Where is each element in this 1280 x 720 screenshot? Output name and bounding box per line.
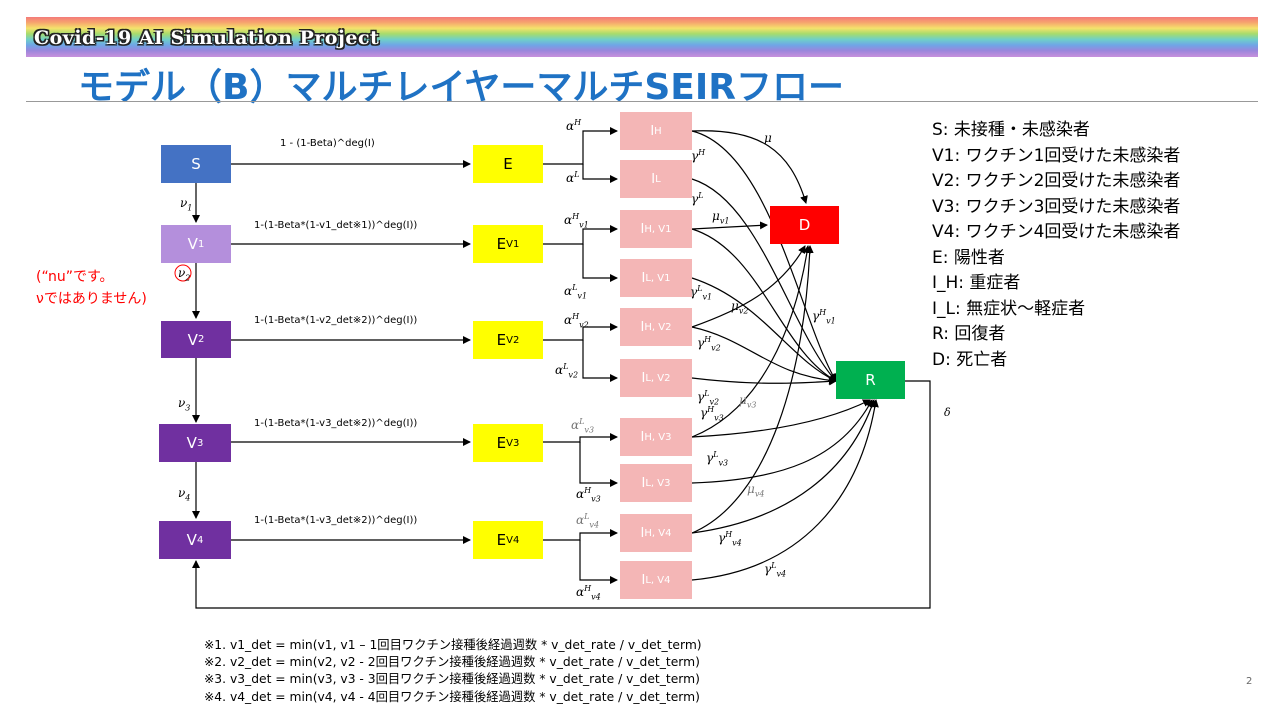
- arrow-ev1-i: [543, 225, 618, 245]
- legend-item: D: 死亡者: [932, 349, 1008, 370]
- rate-nu4: ν4: [178, 486, 191, 503]
- rate-alpha-h: αH: [566, 118, 582, 133]
- title-divider: [26, 101, 1258, 102]
- arrow-ih-d: [691, 130, 808, 204]
- rate-alpha-l-v1: αLv1: [564, 283, 588, 301]
- arrow-ev3-i: [543, 433, 618, 443]
- nu-note: (“nu”です。 νではありません): [36, 266, 147, 310]
- infection-label-v3: 1-(1-Beta*(1-v3_det※2))^deg(I)): [254, 418, 418, 429]
- rate-alpha-l: αL: [566, 170, 580, 185]
- legend-item: I_H: 重症者: [932, 273, 1021, 293]
- legend: S: 未接種・未感染者 V1: ワクチン1回受けた未感染者 V2: ワクチン2回…: [932, 118, 1180, 373]
- page-number: 2: [1246, 676, 1253, 687]
- rate-gamma-l-v1: γLv1: [690, 284, 713, 302]
- arrow-ihv4-d: [691, 245, 814, 534]
- legend-item: I_L: 無症状〜軽症者: [932, 298, 1086, 319]
- arrow-r-v4: [192, 380, 931, 609]
- footnote-3: ※3. v3_det = min(v3, v3 - 3回目ワクチン接種後経過週数…: [204, 672, 700, 687]
- rate-alpha-l-v4: αLv4: [576, 512, 600, 530]
- project-banner-text: Covid-19 AI Simulation Project: [34, 27, 380, 49]
- rate-nu2: ν2: [178, 266, 191, 283]
- rate-alpha-h-v3: αHv3: [576, 486, 601, 504]
- infection-label-s: 1 - (1-Beta)^deg(I): [280, 138, 375, 149]
- node-e: E: [473, 145, 543, 183]
- legend-item: R: 回復者: [932, 324, 1006, 344]
- rate-mu-v4: μv4: [747, 482, 765, 499]
- rate-mu-v1: μv1: [712, 209, 730, 226]
- legend-item: S: 未接種・未感染者: [932, 120, 1090, 140]
- rate-alpha-h-v1: αHv1: [564, 212, 589, 230]
- infection-label-v2: 1-(1-Beta*(1-v2_det※2))^deg(I)): [254, 315, 418, 326]
- rate-gamma-h: γH: [691, 148, 706, 163]
- arrow-ihv3-d: [691, 245, 811, 438]
- node-s: S: [161, 145, 231, 183]
- rate-gamma-l-v4: γLv4: [764, 561, 787, 579]
- infection-label-v4: 1-(1-Beta*(1-v3_det※2))^deg(I)): [254, 515, 418, 526]
- rainbow-banner: [26, 17, 1258, 57]
- legend-item: V1: ワクチン1回受けた未感染者: [932, 145, 1181, 166]
- footnote-2: ※2. v2_det = min(v2, v2 - 2回目ワクチン接種後経過週数…: [204, 655, 700, 670]
- rate-alpha-l-v2: αLv2: [555, 362, 579, 380]
- rate-mu-v2: μv2: [731, 299, 749, 316]
- node-r: R: [836, 361, 905, 399]
- rate-alpha-h-v2: αHv2: [564, 312, 589, 330]
- rate-gamma-l-v2: γLv2: [697, 389, 720, 407]
- rate-delta: δ: [944, 406, 951, 419]
- nu-highlight-circle: [174, 264, 192, 282]
- arrow-ihv1-d: [691, 221, 768, 230]
- legend-item: E: 陽性者: [932, 247, 1005, 268]
- legend-item: V4: ワクチン4回受けた未感染者: [932, 222, 1181, 242]
- footnote-4: ※4. v4_det = min(v4, v4 - 4回目ワクチン接種後経過週数…: [204, 689, 700, 704]
- rate-mu: μ: [764, 131, 772, 145]
- rate-nu3: ν3: [178, 396, 191, 413]
- nu-note-line-2: νではありません): [36, 291, 147, 307]
- rate-alpha-l-v3: αLv3: [571, 417, 595, 435]
- rate-alpha-h-v4: αHv4: [576, 584, 601, 602]
- rate-mu-v3: μv3: [739, 393, 757, 410]
- rate-gamma-h-v2: γHv2: [697, 335, 721, 353]
- arrow-ihv2-d: [691, 245, 806, 328]
- rate-gamma-l-v3: γLv3: [706, 450, 729, 468]
- node-d: D: [770, 206, 839, 244]
- footnotes: ※1. v1_det = min(v1, v1 – 1回目ワクチン接種後経過週数…: [204, 637, 702, 706]
- rate-gamma-h-v1: γHv1: [812, 308, 836, 326]
- rate-gamma-h-v3: γHv3: [700, 405, 724, 423]
- rate-nu1: ν1: [180, 196, 193, 213]
- rate-gamma-l: γL: [691, 191, 704, 206]
- rate-gamma-h-v4: γHv4: [718, 530, 742, 548]
- legend-item: V2: ワクチン2回受けた未感染者: [932, 171, 1181, 191]
- arrow-e-i: [543, 127, 618, 165]
- infection-label-v1: 1-(1-Beta*(1-v1_det※1))^deg(I)): [254, 220, 418, 231]
- footnote-1: ※1. v1_det = min(v1, v1 – 1回目ワクチン接種後経過週数…: [204, 638, 702, 652]
- legend-item: V3: ワクチン3回受けた未感染者: [932, 196, 1181, 217]
- nu-note-line-1: (“nu”です。: [36, 269, 114, 285]
- arrow-ev2-i: [543, 323, 618, 341]
- arrow-ev4-i: [543, 529, 618, 541]
